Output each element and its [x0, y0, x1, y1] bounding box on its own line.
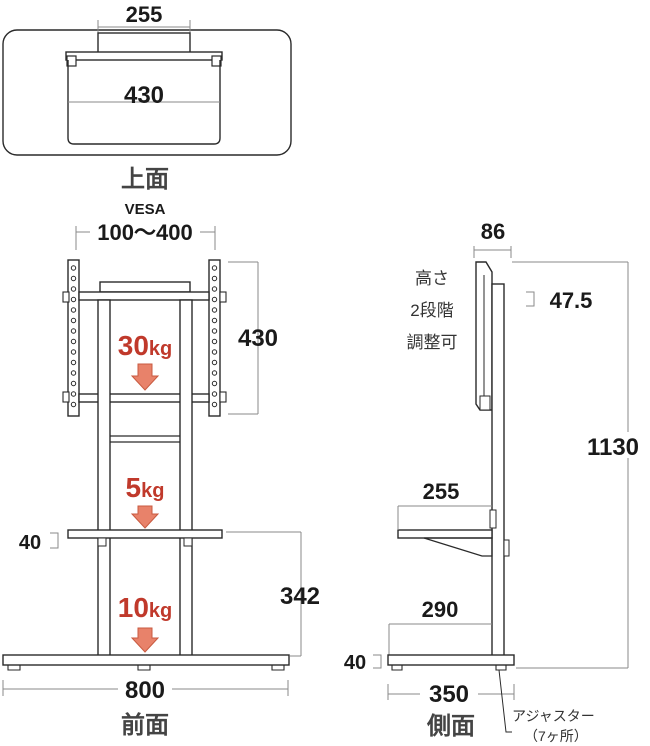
rail-hole	[70, 338, 77, 345]
side-dim-350-label: 350	[429, 681, 469, 708]
rail-hole	[70, 328, 77, 334]
rail-hole	[211, 359, 218, 366]
right-column	[179, 299, 193, 657]
load-middle-arrow	[130, 505, 160, 529]
rail-hole	[211, 275, 218, 282]
rail-hole	[70, 401, 77, 408]
rail-hole	[211, 401, 218, 408]
load-lower-value: 10	[118, 592, 149, 623]
rail-hole	[211, 328, 218, 334]
side-dim-40-label: 40	[344, 652, 366, 674]
adjuster-label: アジャスター	[512, 708, 595, 724]
right-vesa-rail	[208, 259, 221, 417]
side-view: 86 高さ 2段階 調整可 47.5 1130 255 29	[344, 219, 646, 744]
rail-hole	[70, 265, 77, 271]
front-dim-430-label: 430	[238, 325, 278, 352]
side-dim-290-label: 290	[422, 597, 459, 622]
rail-hole	[211, 286, 218, 292]
rail-hole	[70, 286, 77, 292]
side-dim-47-5-label: 47.5	[550, 288, 593, 313]
top-view-outline	[2, 29, 292, 156]
rail-hole	[211, 296, 218, 303]
load-middle-label: 5kg	[126, 472, 165, 503]
side-view-title: 側面	[426, 713, 475, 740]
vesa-label: VESA	[125, 201, 166, 218]
rail-hole	[211, 307, 218, 313]
load-upper-label: 30kg	[118, 330, 173, 361]
rail-hole	[211, 317, 218, 324]
load-middle-unit: kg	[141, 480, 164, 502]
top-view-title: 上面	[121, 166, 169, 193]
top-dim-430-label: 430	[124, 82, 164, 109]
side-shelf-bracket	[423, 537, 493, 557]
front-dim-800-label: 800	[125, 677, 165, 704]
rail-hole	[211, 370, 218, 376]
mount-top-cap	[99, 281, 191, 293]
load-lower-unit: kg	[149, 600, 172, 622]
side-base	[387, 654, 515, 666]
side-dim-255-label: 255	[423, 479, 460, 504]
rail-hole	[211, 380, 218, 387]
rail-hole	[70, 296, 77, 303]
adjuster-leader-line	[498, 669, 512, 733]
front-view-title: 前面	[121, 711, 169, 739]
rail-hole	[70, 380, 77, 387]
height-note-line3: 調整可	[407, 333, 458, 352]
top-mount-block	[97, 32, 191, 54]
load-upper-value: 30	[118, 330, 149, 361]
rail-hole	[70, 307, 77, 313]
rail-hole	[70, 391, 77, 397]
rail-hole	[211, 391, 218, 397]
side-dim-86-label: 86	[481, 219, 505, 244]
load-lower-arrow	[130, 627, 160, 653]
front-dim-40-label: 40	[19, 532, 41, 554]
front-base	[2, 654, 290, 666]
side-column	[491, 283, 505, 657]
rail-hole	[211, 265, 218, 271]
rail-hole	[211, 349, 218, 355]
vesa-range-label: 100〜400	[97, 220, 192, 245]
adjuster-count: （7ヶ所）	[524, 728, 588, 744]
left-vesa-rail	[67, 259, 80, 417]
rail-hole	[70, 359, 77, 366]
side-shelf	[397, 529, 493, 539]
mount-lower-crossbar	[78, 393, 210, 403]
height-note-line2: 2段階	[410, 301, 453, 320]
left-column	[97, 299, 111, 657]
rail-hole	[70, 370, 77, 376]
top-crossbar	[65, 51, 223, 61]
load-upper-arrow	[130, 363, 160, 391]
rail-hole	[70, 275, 77, 282]
top-shelf	[67, 60, 221, 145]
load-upper-unit: kg	[149, 338, 172, 360]
front-dim-342-label: 342	[280, 583, 320, 610]
front-view: VESA 100〜400	[2, 201, 320, 739]
mount-upper-crossbar	[78, 291, 210, 301]
front-shelf	[67, 529, 223, 539]
load-middle-value: 5	[126, 472, 142, 503]
side-dim-1130-label: 1130	[587, 434, 639, 461]
rail-hole	[211, 338, 218, 345]
height-note-line1: 高さ	[415, 269, 449, 288]
load-lower-label: 10kg	[118, 592, 173, 623]
rail-hole	[70, 317, 77, 324]
top-dim-255-label: 255	[126, 2, 163, 27]
top-view: 255 430 上面	[2, 2, 292, 193]
rail-hole	[70, 349, 77, 355]
